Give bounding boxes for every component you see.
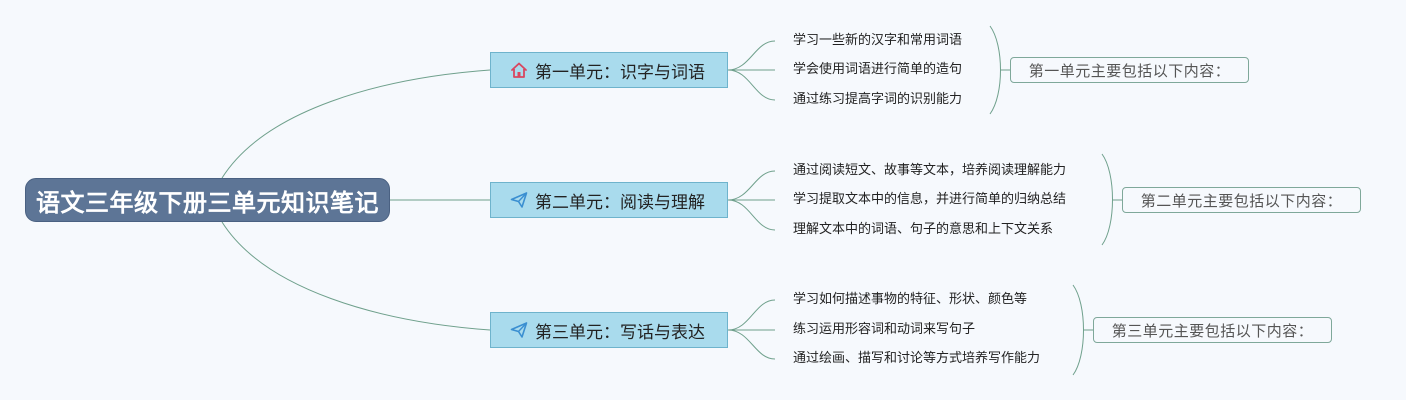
leaf-link-1-1: [727, 40, 776, 71]
summary-unit-1-label: 第一单元主要包括以下内容：: [1028, 61, 1231, 80]
summary-brace-2: [1101, 153, 1113, 246]
root-link-1: [221, 69, 491, 179]
topic-unit-2-label: 第二单元：阅读与理解: [535, 192, 705, 213]
summary-unit-3[interactable]: 第三单元主要包括以下内容：: [1093, 317, 1332, 343]
subtopic-2-1[interactable]: 通过阅读短文、故事等文本，培养阅读理解能力: [793, 163, 1067, 178]
subtopic-1-1[interactable]: 学习一些新的汉字和常用词语: [793, 33, 963, 48]
topic-unit-1[interactable]: 第一单元：识字与词语: [490, 52, 728, 88]
paper-plane-icon: [509, 320, 529, 340]
subtopic-1-3[interactable]: 通过练习提高字词的识别能力: [793, 92, 963, 107]
summary-unit-2-label: 第二单元主要包括以下内容：: [1140, 191, 1343, 210]
leaf-link-2-3: [727, 199, 776, 231]
summary-brace-3: [1072, 284, 1084, 376]
topic-unit-2[interactable]: 第二单元：阅读与理解: [490, 182, 728, 218]
topic-unit-3-label: 第三单元：写话与表达: [535, 322, 705, 343]
leaf-link-3-1: [727, 299, 776, 331]
summary-brace-1: [989, 25, 1001, 115]
root-topic-label: 语文三年级下册三单元知识笔记: [36, 188, 379, 217]
root-topic[interactable]: 语文三年级下册三单元知识笔记: [25, 178, 390, 222]
summary-unit-2[interactable]: 第二单元主要包括以下内容：: [1122, 187, 1361, 213]
leaf-link-1-3: [727, 69, 776, 101]
home-icon: [509, 60, 529, 80]
summary-unit-3-label: 第三单元主要包括以下内容：: [1111, 321, 1314, 340]
leaf-link-2-1: [727, 170, 776, 201]
root-link-3: [221, 221, 491, 331]
paper-plane-icon: [509, 190, 529, 210]
topic-unit-1-label: 第一单元：识字与词语: [535, 62, 705, 83]
summary-unit-1[interactable]: 第一单元主要包括以下内容：: [1010, 57, 1249, 83]
subtopic-3-3[interactable]: 通过绘画、描写和讨论等方式培养写作能力: [793, 351, 1041, 366]
subtopic-3-2[interactable]: 练习运用形容词和动词来写句子: [793, 322, 976, 337]
topic-unit-3[interactable]: 第三单元：写话与表达: [490, 312, 728, 348]
subtopic-1-2[interactable]: 学会使用词语进行简单的造句: [793, 62, 963, 77]
subtopic-3-1[interactable]: 学习如何描述事物的特征、形状、颜色等: [793, 292, 1028, 307]
leaf-link-3-3: [727, 329, 776, 360]
subtopic-2-3[interactable]: 理解文本中的词语、句子的意思和上下文关系: [793, 222, 1054, 237]
subtopic-2-2[interactable]: 学习提取文本中的信息，并进行简单的归纳总结: [793, 192, 1067, 207]
